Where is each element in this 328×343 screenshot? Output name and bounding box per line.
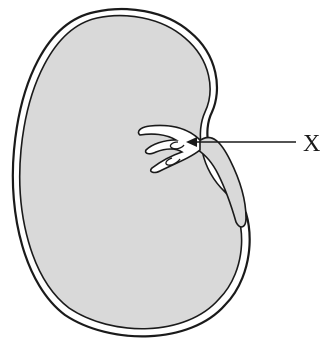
label-x: X bbox=[303, 131, 320, 157]
